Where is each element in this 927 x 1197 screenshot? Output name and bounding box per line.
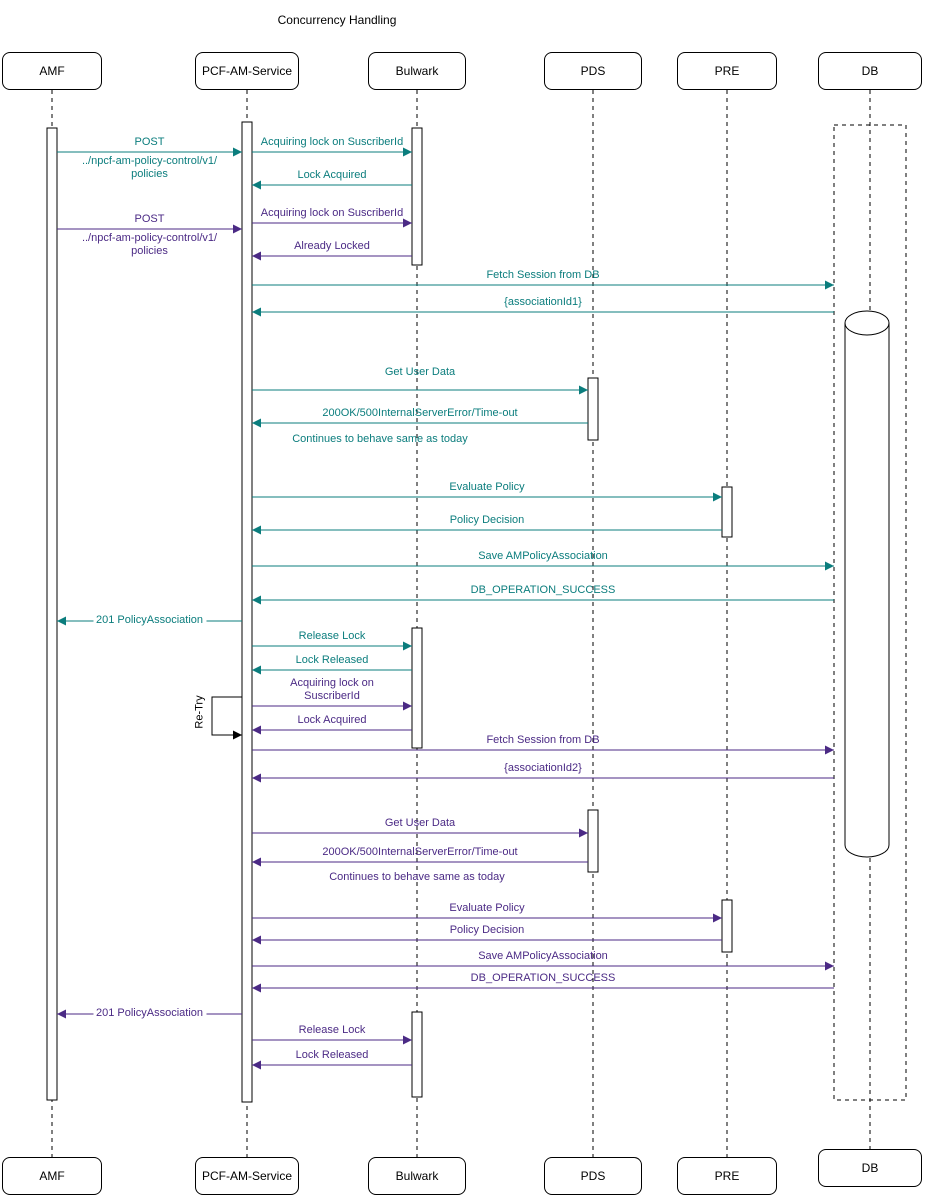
message-label: Already Locked [294,240,370,252]
message-label: Lock Released [295,654,369,666]
activation-bar-pds [587,377,599,441]
message-label: Policy Decision [449,514,525,526]
retry-label: Re-Try [193,695,206,729]
message-label: Fetch Session from DB [486,269,600,281]
message-label: 201 PolicyAssociation [92,1007,207,1020]
activation-bar-pre [721,486,733,538]
message-label: Release Lock [298,630,366,642]
db-cylinder-body [844,323,890,858]
participant-bottom-pds: PDS [544,1157,642,1195]
participant-bottom-bulwark: Bulwark [368,1157,466,1195]
message-label: {associationId2} [504,762,582,774]
diagram-title: Concurrency Handling [277,13,397,27]
message-label: POST [134,213,165,225]
participant-top-amf: AMF [2,52,102,90]
message-label: DB_OPERATION_SUCCESS [470,972,616,984]
message-sublabel: ../npcf-am-policy-control/v1/policies [81,232,218,257]
message-label: Get User Data [384,366,456,378]
message-label: Evaluate Policy [449,481,525,493]
message-label: Get User Data [384,817,456,829]
message-label: {associationId1} [504,296,582,308]
participant-top-db: DB [818,52,922,90]
participant-top-pre: PRE [677,52,777,90]
message-label: Evaluate Policy [449,902,525,914]
activation-bar-amf [46,127,58,1101]
message-label: Lock Acquired [297,169,367,181]
participant-top-bulwark: Bulwark [368,52,466,90]
activation-bar-bulwark [411,1011,423,1098]
message-label: Release Lock [298,1024,366,1036]
activation-bar-pre [721,899,733,953]
message-label: Save AMPolicyAssociation [478,550,608,562]
participant-bottom-amf: AMF [2,1157,102,1195]
activation-bar-pds [587,809,599,873]
message-label: Lock Released [295,1049,369,1061]
activation-bar-bulwark [411,627,423,749]
message-label: 201 PolicyAssociation [92,614,207,627]
message-label: Acquiring lock on SuscriberId [260,136,404,148]
participant-top-pcf: PCF-AM-Service [195,52,299,90]
db-cylinder-top [844,310,890,336]
message-label: Fetch Session from DB [486,734,600,746]
message-label: Lock Acquired [297,714,367,726]
message-label: POST [134,136,165,148]
participant-bottom-pre: PRE [677,1157,777,1195]
participant-top-pds: PDS [544,52,642,90]
activation-bar-pcf [241,121,253,1103]
retry-self-loop [211,696,242,740]
message-sublabel: ../npcf-am-policy-control/v1/policies [81,155,218,180]
message-label: Acquiring lock on SuscriberId [260,207,404,219]
message-label: 200OK/500InternalServerError/Time-out [322,407,518,419]
note-text: Continues to behave same as today [329,871,505,883]
message-label: Save AMPolicyAssociation [478,950,608,962]
participant-bottom-db: DB [818,1149,922,1187]
message-label: Policy Decision [449,924,525,936]
participant-bottom-pcf: PCF-AM-Service [195,1157,299,1195]
message-label: 200OK/500InternalServerError/Time-out [322,846,518,858]
note-text: Continues to behave same as today [292,433,468,445]
db-boundary-frame [833,124,907,1101]
activation-bar-bulwark [411,127,423,266]
message-label: DB_OPERATION_SUCCESS [470,584,616,596]
